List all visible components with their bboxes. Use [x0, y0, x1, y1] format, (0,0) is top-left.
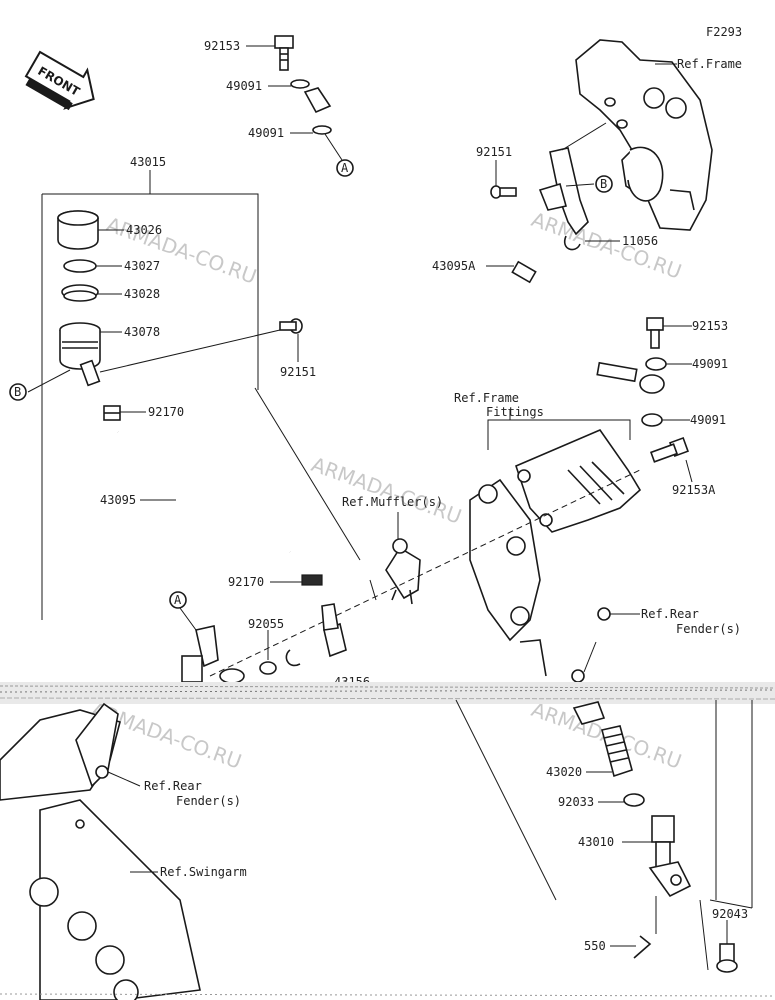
scan-noise-band — [0, 682, 775, 704]
scan-noise-bottom — [0, 993, 775, 997]
dust-boot-43020 — [601, 725, 633, 778]
pushrod-upper-block — [572, 701, 606, 725]
callout-label: A — [341, 161, 349, 175]
diaphragm-plate-43027 — [63, 259, 97, 273]
brake-hose-43095A — [303, 87, 665, 394]
callout-b-right — [595, 175, 613, 193]
clamp-92170-a — [103, 405, 121, 421]
part-number-11056: 11056 — [622, 234, 658, 248]
washer-49091-b — [312, 125, 332, 135]
reservoir-hose-43095 — [111, 428, 297, 555]
part-number-43015: 43015 — [130, 155, 166, 169]
swingarm-reference — [0, 702, 201, 1000]
callout-label: A — [174, 593, 182, 607]
watermark-text: ARMADA-CO.RU — [308, 452, 465, 529]
part-number-43095A: 43095A — [432, 259, 476, 273]
ref-rear-fender-label: Fender(s) — [176, 794, 241, 808]
circlip-92033 — [623, 793, 645, 807]
ref-frame-fittings-label: Fittings — [486, 405, 544, 419]
diagram-id: F2293 — [706, 25, 742, 39]
part-number-43078: 43078 — [124, 325, 160, 339]
part-number-43010: 43010 — [578, 835, 614, 849]
callout-label: B — [14, 385, 21, 399]
part-number-43095: 43095 — [100, 493, 136, 507]
part-number-92151: 92151 — [280, 365, 316, 379]
clevis-pin-92043 — [716, 943, 738, 973]
muffler-bracket — [385, 538, 421, 605]
part-number-49091: 49091 — [226, 79, 262, 93]
part-number-92153: 92153 — [204, 39, 240, 53]
ref-frame-label: Ref.Frame — [677, 57, 742, 71]
reservoir-bracket-11056 — [538, 147, 589, 251]
callout-a-top — [336, 159, 354, 177]
banjo-bolt-92153-top — [274, 35, 294, 71]
part-number-49091: 49091 — [248, 126, 284, 140]
part-number-49091: 49091 — [690, 413, 726, 427]
clamp-92170-b — [301, 574, 323, 586]
reservoir-tank-43078 — [59, 322, 101, 387]
part-number-92170: 92170 — [228, 575, 264, 589]
part-number-43027: 43027 — [124, 259, 160, 273]
cotter-pin-550 — [633, 935, 652, 959]
bolt-92151-left — [279, 318, 303, 334]
ref-rear-fender-label: Ref.Rear — [144, 779, 202, 793]
part-number-92153A: 92153A — [672, 483, 716, 497]
washer-49091-right-a — [645, 357, 667, 371]
callout-b-left — [9, 383, 27, 401]
callout-label: B — [600, 177, 607, 191]
callout-a-left — [169, 591, 187, 609]
ref-rear-fender-label: Ref.Rear — [641, 607, 699, 621]
part-number-92043: 92043 — [712, 907, 748, 921]
pushrod-43010 — [648, 815, 692, 898]
bolt-92151-right — [490, 185, 517, 199]
part-number-92170: 92170 — [148, 405, 184, 419]
part-number-49091: 49091 — [692, 357, 728, 371]
part-number-43028: 43028 — [124, 287, 160, 301]
washer-49091-right-b — [641, 413, 663, 427]
ref-swingarm-label: Ref.Swingarm — [160, 865, 247, 879]
part-number-92033: 92033 — [558, 795, 594, 809]
master-cylinder-upper — [181, 603, 347, 684]
bolt-92153A — [649, 437, 689, 463]
part-number-92055: 92055 — [248, 617, 284, 631]
banjo-bolt-92153-right — [646, 317, 664, 349]
ref-muffler-label: Ref.Muffler(s) — [342, 495, 443, 509]
washer-49091-a — [290, 79, 310, 89]
diaphragm-43028 — [61, 284, 99, 302]
rear-fender-bolt-right — [571, 607, 611, 683]
part-number-43026: 43026 — [126, 223, 162, 237]
frame-reference-bracket — [575, 39, 713, 231]
part-number-92153: 92153 — [692, 319, 728, 333]
pushrod-lever — [519, 639, 547, 677]
ref-frame-fittings-label: Ref.Frame — [454, 391, 519, 405]
part-number-43020: 43020 — [546, 765, 582, 779]
ref-rear-fender-label: Fender(s) — [676, 622, 741, 636]
front-arrow-icon: FRONT — [24, 50, 95, 111]
part-number-550: 550 — [584, 939, 606, 953]
reservoir-cap-43026 — [57, 210, 99, 250]
frame-fittings-heel-guard — [469, 429, 642, 642]
part-number-92151: 92151 — [476, 145, 512, 159]
